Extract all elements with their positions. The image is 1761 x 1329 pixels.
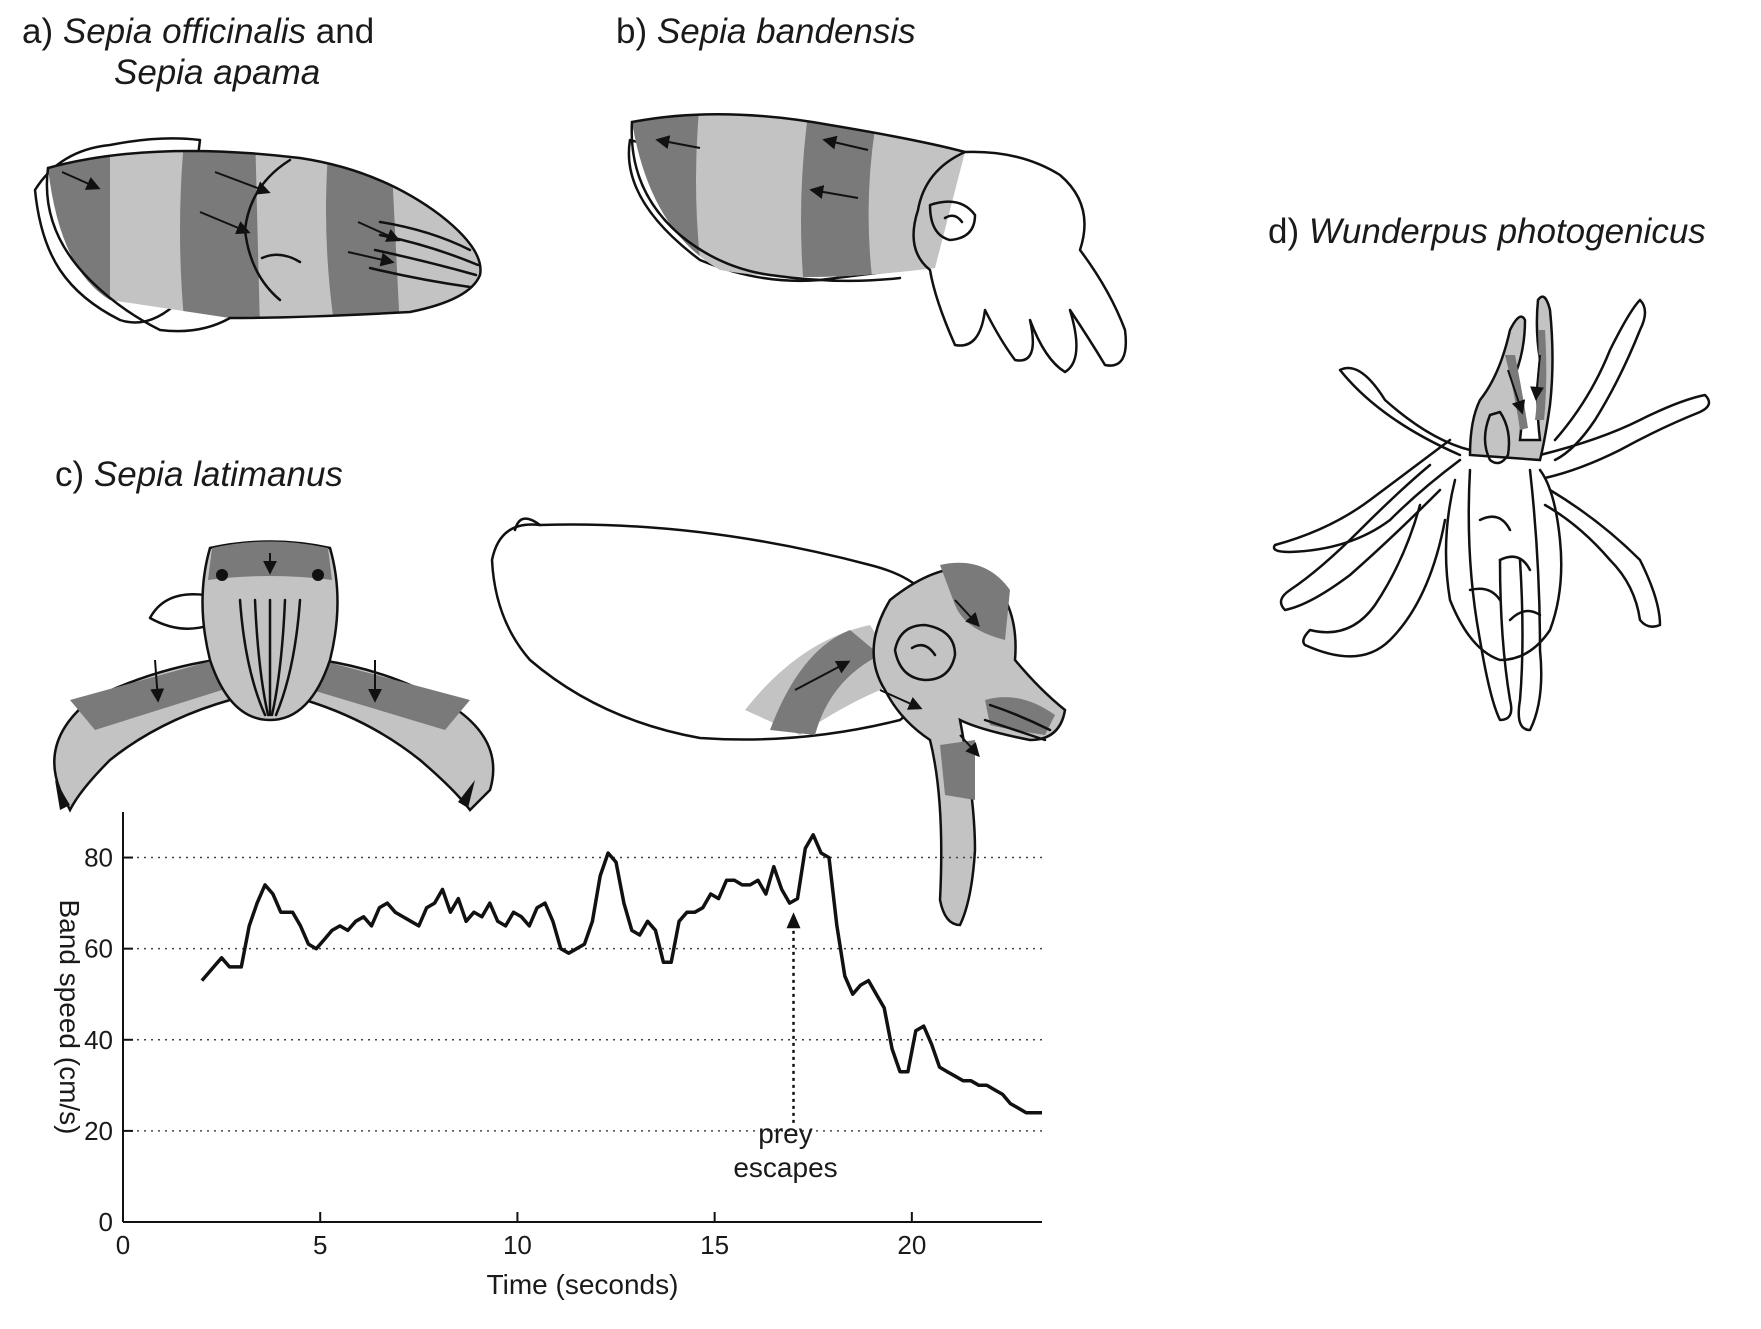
x-tick-label-10: 10 <box>503 1230 532 1260</box>
series-line-0 <box>200 833 1042 1115</box>
illustration-wunderpus-photogenicus <box>1272 295 1711 732</box>
illustration-sepia-bandensis <box>627 112 1128 374</box>
x-tick-label-5: 5 <box>313 1230 327 1260</box>
illustration-sepia-latimanus-side <box>490 517 1067 927</box>
y-tick-label-0: 0 <box>99 1207 113 1237</box>
panel-b-species: Sepia bandensis <box>656 12 916 51</box>
annotation-text-line1: prey <box>758 1118 812 1149</box>
panel-b-label: b) Sepia bandensis <box>616 12 916 51</box>
panel-a-species-1: Sepia officinalis <box>62 12 307 51</box>
panel-c-label: c) Sepia latimanus <box>55 455 343 494</box>
panel-a-label: a) Sepia officinalis and <box>22 12 375 51</box>
illustration-sepia-officinalis <box>33 137 482 333</box>
annotation-text-line2: escapes <box>733 1152 837 1183</box>
y-axis-label: Band speed (cm/s) <box>54 900 85 1135</box>
panel-a-species-2: Sepia apama <box>114 53 321 92</box>
y-tick-label-80: 80 <box>84 843 113 873</box>
panel-c-species: Sepia latimanus <box>93 455 343 494</box>
x-tick-label-0: 0 <box>116 1230 130 1260</box>
x-axis-label: Time (seconds) <box>487 1269 679 1300</box>
y-tick-label-60: 60 <box>84 934 113 964</box>
annotation-arrow-head <box>786 912 801 929</box>
x-tick-label-15: 15 <box>700 1230 729 1260</box>
panel-d-species: Wunderpus photogenicus <box>1308 212 1706 251</box>
y-tick-label-40: 40 <box>84 1025 113 1055</box>
panel-a-label-line2: Sepia apama <box>114 53 320 93</box>
y-tick-label-20: 20 <box>84 1116 113 1146</box>
x-tick-label-20: 20 <box>897 1230 926 1260</box>
panel-d-label: d) Wunderpus photogenicus <box>1268 212 1706 251</box>
illustration-sepia-latimanus-front <box>53 540 495 813</box>
